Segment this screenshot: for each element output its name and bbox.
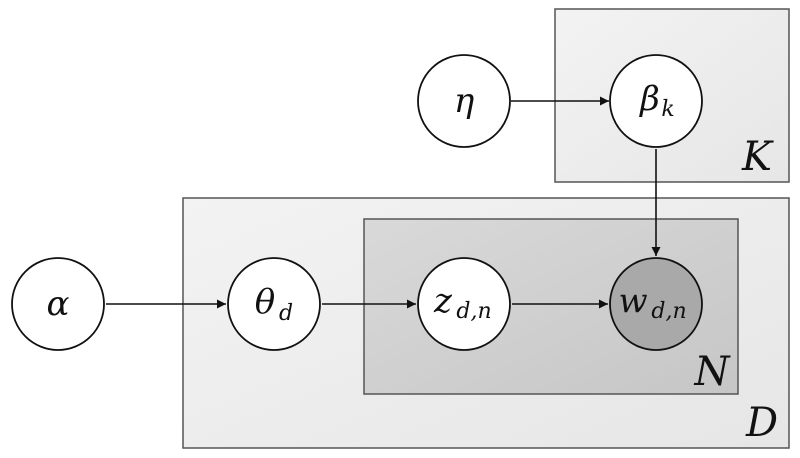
node-theta-subscript: d [279, 301, 293, 326]
node-beta: β k [609, 54, 703, 148]
node-z-subscript: d,n [456, 299, 491, 324]
node-beta-subscript: k [661, 97, 674, 122]
node-w-symbol: w [618, 281, 647, 321]
plate-d-label: D [745, 400, 778, 446]
edges [106, 96, 661, 309]
node-eta-symbol: η [454, 81, 475, 121]
node-z: z d,n [417, 257, 511, 351]
plate-k-label: K [741, 134, 774, 180]
node-eta: η [417, 54, 511, 148]
node-w: w d,n [609, 257, 703, 351]
node-alpha-symbol: α [47, 284, 70, 324]
node-beta-symbol: β [638, 79, 660, 119]
node-z-symbol: z [433, 281, 453, 321]
node-alpha: α [11, 257, 105, 351]
node-theta: θ d [227, 257, 321, 351]
plate-n-label: N [694, 349, 732, 395]
node-w-subscript: d,n [651, 299, 686, 324]
node-theta-symbol: θ [255, 282, 275, 322]
